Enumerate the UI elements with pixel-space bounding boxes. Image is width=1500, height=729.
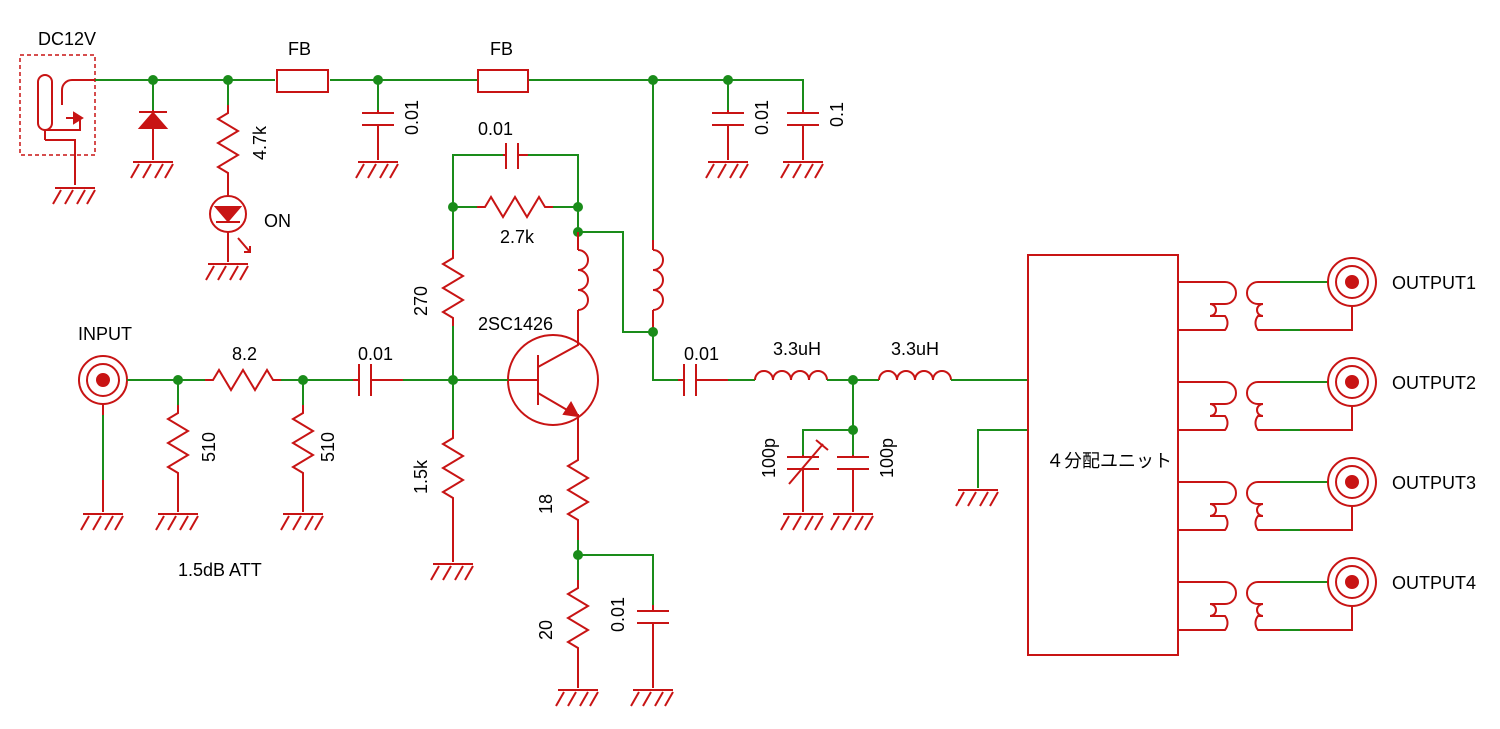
c-emitter-label: 0.01 bbox=[608, 597, 628, 632]
c-in-bypass-label: 0.01 bbox=[402, 100, 422, 135]
inductor-l2 bbox=[878, 370, 952, 381]
dc12v-label: DC12V bbox=[38, 29, 96, 49]
bypass-cap-2 bbox=[705, 80, 749, 179]
led-on-label: ON bbox=[264, 211, 291, 231]
r-feedback-label: 2.7k bbox=[500, 227, 535, 247]
output-connector-2 bbox=[1327, 357, 1377, 407]
dc-jack bbox=[19, 54, 96, 205]
r-att-shunt2-label: 510 bbox=[318, 432, 338, 462]
resistor-led bbox=[217, 104, 239, 182]
r-bias-upper-label: 270 bbox=[411, 286, 431, 316]
transistor-2sc1426 bbox=[507, 334, 599, 460]
c-fixed-label: 100p bbox=[877, 438, 897, 478]
resistor-att-series bbox=[204, 369, 282, 391]
c-trim-label: 100p bbox=[759, 438, 779, 478]
resistor-att-shunt1 bbox=[167, 404, 189, 482]
r-led-label: 4.7k bbox=[250, 125, 270, 160]
fb1-label: FB bbox=[288, 39, 311, 59]
resistor-att-shunt2 bbox=[292, 404, 314, 482]
r-emitter2-label: 20 bbox=[536, 620, 556, 640]
splitter-label: ４分配ユニット bbox=[1046, 451, 1172, 471]
output-connector-4 bbox=[1327, 557, 1377, 607]
c-feedback-label: 0.01 bbox=[478, 119, 513, 139]
output-label-1: OUTPUT1 bbox=[1392, 273, 1476, 293]
transistor-label: 2SC1426 bbox=[478, 314, 553, 334]
att-caption: 1.5dB ATT bbox=[178, 560, 262, 580]
c-out-bypass1-label: 0.01 bbox=[752, 100, 772, 135]
output-stage-4: OUTPUT4 bbox=[1178, 557, 1476, 631]
r-emitter1-label: 18 bbox=[536, 494, 556, 514]
resistor-270 bbox=[442, 249, 464, 327]
fb2-label: FB bbox=[490, 39, 513, 59]
r-att-series-label: 8.2 bbox=[232, 344, 257, 364]
l2-label: 3.3uH bbox=[891, 339, 939, 359]
resistor-20 bbox=[567, 579, 589, 657]
led bbox=[205, 195, 251, 281]
bypass-cap-3 bbox=[780, 79, 824, 179]
c-coupling-out-label: 0.01 bbox=[684, 344, 719, 364]
output-connector-3 bbox=[1327, 457, 1377, 507]
ferrite-bead-1 bbox=[276, 69, 329, 93]
c-out-bypass2-label: 0.1 bbox=[827, 102, 847, 127]
bypass-cap-1 bbox=[355, 80, 399, 179]
c-coupling-in-label: 0.01 bbox=[358, 344, 393, 364]
output-connector-1 bbox=[1327, 257, 1377, 307]
output-label-2: OUTPUT2 bbox=[1392, 373, 1476, 393]
collector-coil bbox=[577, 249, 589, 311]
resistor-18 bbox=[567, 451, 589, 529]
r-bias-lower-label: 1.5k bbox=[411, 459, 431, 494]
splitter-unit bbox=[1027, 254, 1179, 656]
resistor-1-5k bbox=[442, 429, 464, 507]
input-label: INPUT bbox=[78, 324, 132, 344]
resistor-feedback bbox=[476, 196, 554, 218]
protection-diode bbox=[130, 80, 174, 179]
r-att-shunt1-label: 510 bbox=[199, 432, 219, 462]
output-stage-1: OUTPUT1 bbox=[1178, 257, 1476, 331]
l1-label: 3.3uH bbox=[773, 339, 821, 359]
output-stage-2: OUTPUT2 bbox=[1178, 357, 1476, 431]
output-label-3: OUTPUT3 bbox=[1392, 473, 1476, 493]
inductor-l1 bbox=[754, 370, 828, 381]
output-stage-3: OUTPUT3 bbox=[1178, 457, 1476, 531]
supply-choke bbox=[652, 249, 664, 311]
output-label-4: OUTPUT4 bbox=[1392, 573, 1476, 593]
ferrite-bead-2 bbox=[477, 69, 529, 93]
input-connector bbox=[78, 355, 128, 531]
